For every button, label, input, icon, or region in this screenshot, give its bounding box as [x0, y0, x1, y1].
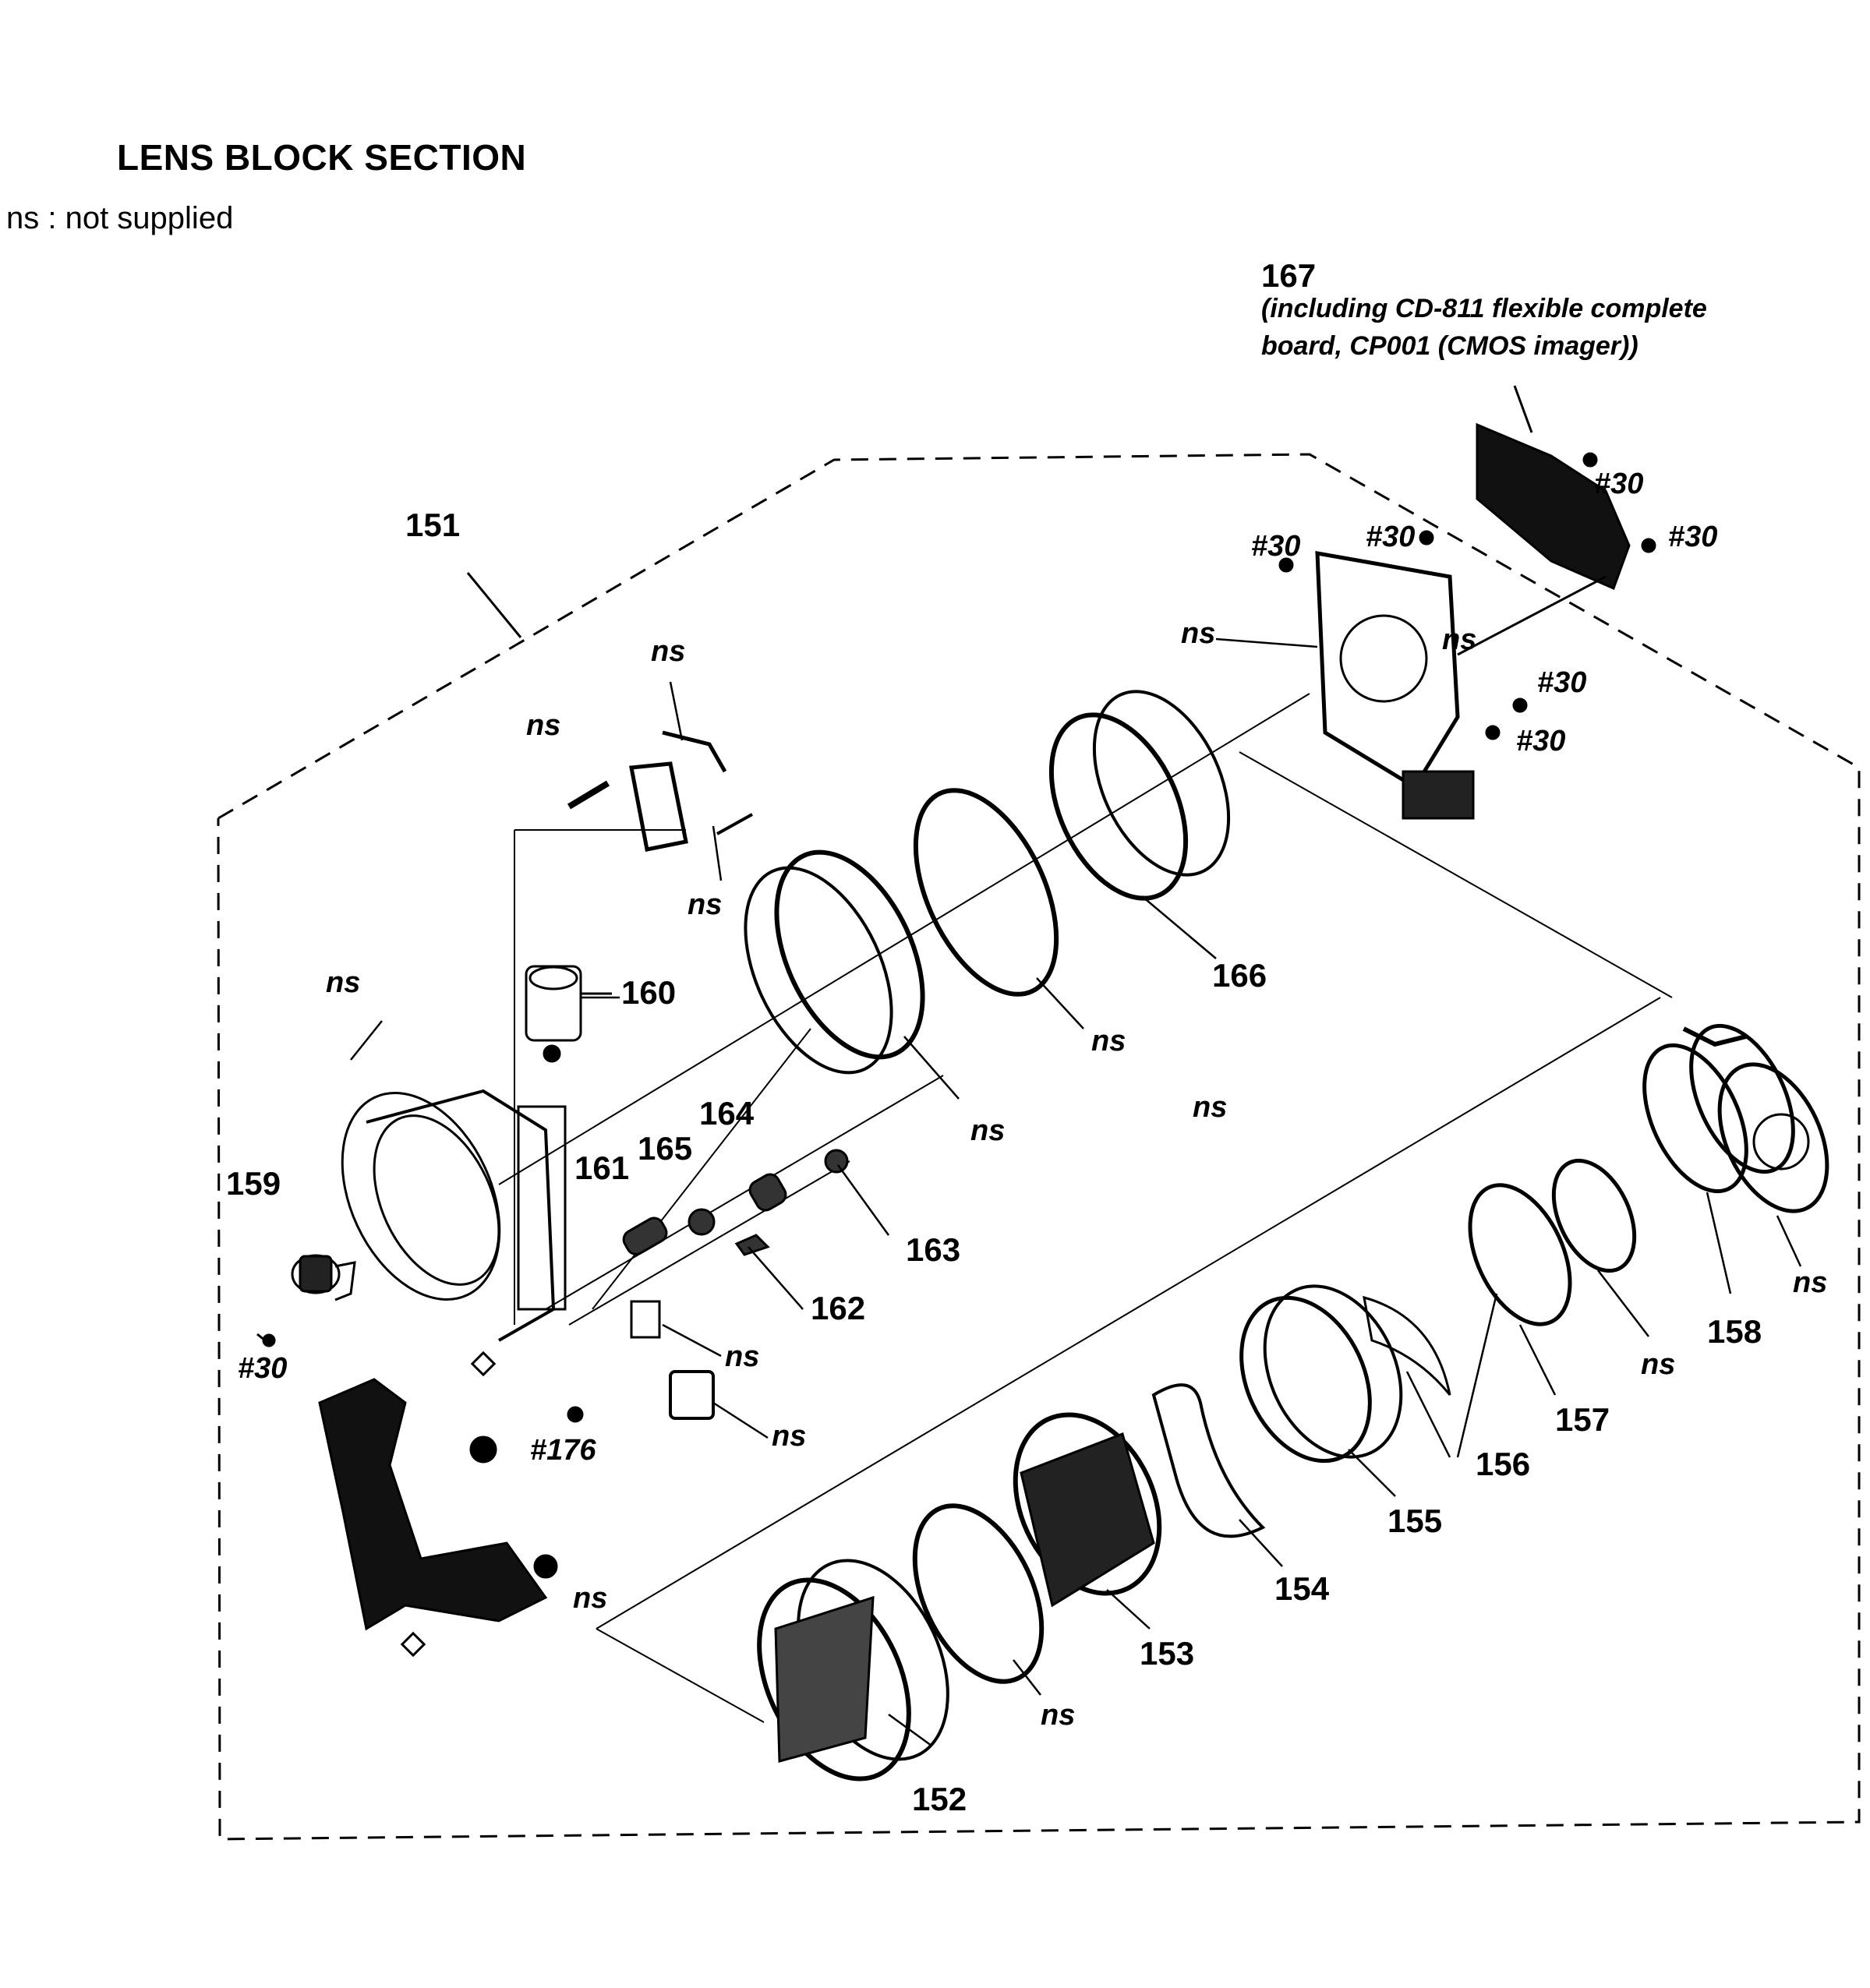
- part-167-note-line1: (including CD-811 flexible complete: [1261, 294, 1707, 323]
- o-ring-lower: [912, 1503, 1045, 1684]
- ns-label: ns: [688, 888, 723, 921]
- ns-label: ns: [326, 966, 361, 999]
- label-154: 154: [1274, 1570, 1330, 1607]
- label-152: 152: [912, 1781, 967, 1817]
- label-161: 161: [574, 1149, 630, 1186]
- ns-label: ns: [1793, 1266, 1828, 1299]
- part-156-shape: [1363, 1295, 1451, 1396]
- screw-label-176: #176: [530, 1434, 596, 1467]
- ns-label: ns: [725, 1340, 760, 1373]
- part-152-shape: [757, 1559, 949, 1781]
- label-162: 162: [811, 1290, 866, 1326]
- label-153: 153: [1140, 1635, 1195, 1672]
- ns-label: ns: [1091, 1025, 1126, 1058]
- ns-label: ns: [1442, 623, 1477, 656]
- upper-bracket-shape: [567, 730, 753, 852]
- screw-label-30: #30: [1668, 521, 1718, 553]
- part-166-shape: [1048, 690, 1231, 901]
- connector-shape: [669, 1370, 715, 1420]
- page-title: LENS BLOCK SECTION: [117, 137, 527, 178]
- screw-label-30: #30: [238, 1352, 288, 1385]
- ns-label: ns: [1181, 617, 1216, 650]
- o-ring-upper: [913, 788, 1059, 997]
- gear-plate-shape: [630, 1300, 661, 1339]
- part-167-shape: [1457, 385, 1631, 656]
- ring-ns-157b: [1551, 1158, 1637, 1273]
- label-155: 155: [1387, 1502, 1443, 1539]
- rear-plate-shape: [1315, 550, 1475, 820]
- label-151: 151: [405, 507, 461, 543]
- label-159: 159: [226, 1165, 281, 1202]
- label-163: 163: [906, 1231, 961, 1268]
- part-155-shape: [1239, 1284, 1403, 1464]
- part-153-shape: [1013, 1412, 1162, 1608]
- rear-shutter-shape: [1682, 1026, 1829, 1213]
- front-frame-shape: [341, 1089, 567, 1342]
- ns-label: ns: [1641, 1348, 1676, 1381]
- label-160: 160: [621, 974, 677, 1011]
- ns-label: ns: [772, 1420, 807, 1453]
- ns-label: ns: [526, 709, 561, 742]
- screw-label-30: #30: [1537, 666, 1587, 699]
- part-167-note-line2: board, CP001 (CMOS imager)): [1261, 331, 1638, 361]
- guide-parts-shape: [622, 1149, 849, 1256]
- screw-label-30: #30: [1594, 468, 1644, 500]
- label-158: 158: [1707, 1313, 1762, 1350]
- label-156: 156: [1476, 1446, 1531, 1482]
- assembly-151-boundary: [217, 453, 1861, 1841]
- screw-label-30: #30: [1516, 725, 1566, 757]
- label-166: 166: [1212, 957, 1267, 994]
- legend-ns: ns : not supplied: [6, 201, 234, 235]
- ns-label: ns: [573, 1582, 608, 1615]
- leader-151: [466, 572, 522, 638]
- screw-label-30: #30: [1251, 530, 1301, 563]
- part-157-shape: [1468, 1183, 1572, 1326]
- ns-label: ns: [1193, 1091, 1228, 1124]
- label-165: 165: [638, 1130, 693, 1167]
- screw-label-30: #30: [1366, 521, 1416, 553]
- label-157: 157: [1555, 1401, 1610, 1438]
- ns-label: ns: [1041, 1699, 1076, 1732]
- flexible-board-shape: [318, 1351, 558, 1658]
- part-154-shape: [1151, 1383, 1266, 1538]
- rear-group-ring-shape: [744, 849, 925, 1075]
- label-164: 164: [699, 1095, 755, 1132]
- part-160-shape: [525, 965, 612, 1063]
- part-159-shape: [256, 1254, 356, 1345]
- part-167-number: 167: [1261, 257, 1317, 294]
- ns-label: ns: [970, 1114, 1006, 1147]
- ns-label: ns: [651, 635, 686, 668]
